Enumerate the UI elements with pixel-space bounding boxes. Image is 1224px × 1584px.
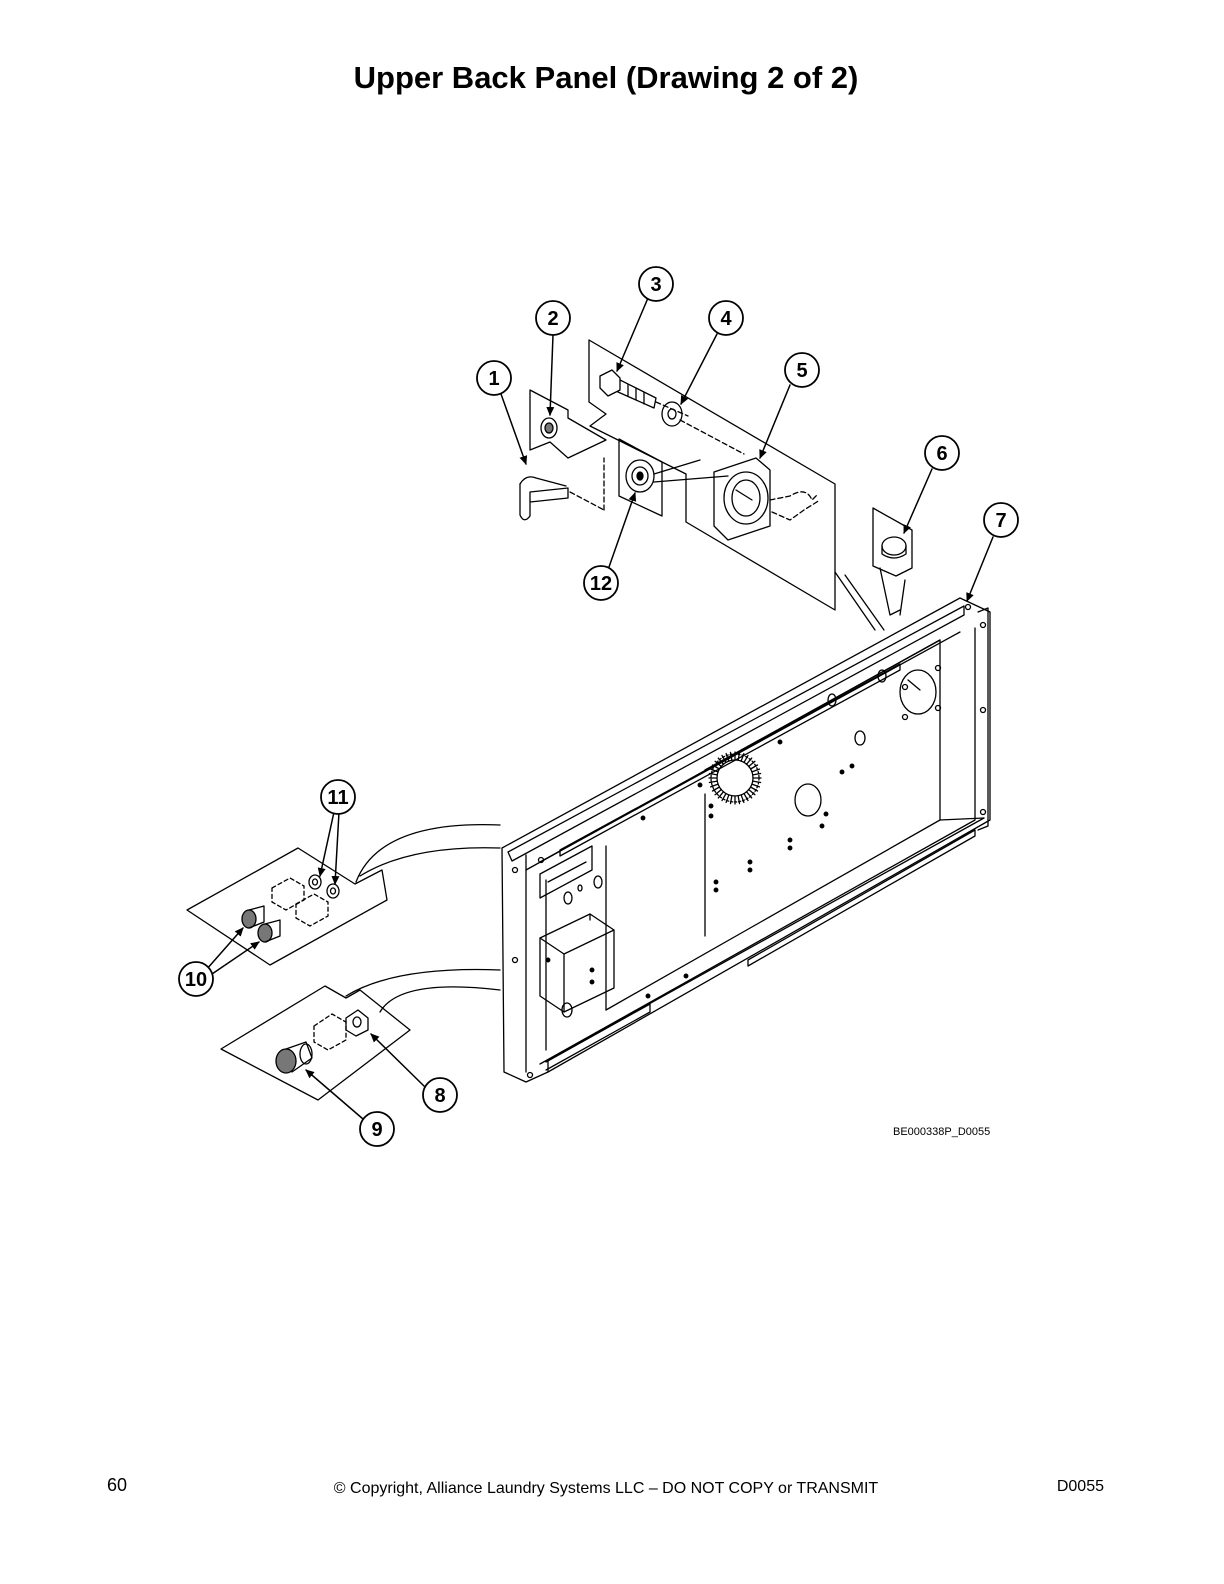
sunburst-ray — [748, 788, 756, 796]
sunburst-knockout — [708, 751, 762, 805]
junction-box-bracket — [539, 913, 615, 1013]
sunburst-ray — [711, 786, 721, 792]
locknut-part — [345, 1009, 369, 1037]
svg-text:5: 5 — [796, 360, 807, 382]
svg-text:2: 2 — [547, 308, 558, 330]
bolt-part — [599, 369, 689, 417]
svg-text:12: 12 — [590, 573, 612, 595]
sunburst-ray — [745, 757, 753, 765]
sunburst-ray — [749, 786, 759, 792]
lower-left-exploded-group-a — [186, 823, 501, 966]
sunburst-ray — [708, 772, 718, 776]
fitting-part-a — [241, 905, 265, 929]
sunburst-ray — [743, 792, 749, 802]
svg-text:4: 4 — [720, 308, 732, 330]
sunburst-ray — [711, 764, 721, 770]
sunburst-ray — [749, 764, 759, 770]
callout-balloons: 1 2 3 4 5 6 7 8 9 10 11 12 — [178, 266, 1019, 1147]
callout-2: 2 — [535, 300, 571, 336]
sunburst-ray — [737, 751, 741, 761]
sunburst-ray — [725, 752, 730, 762]
washer-part — [661, 401, 745, 455]
svg-text:8: 8 — [434, 1085, 445, 1107]
callout-leaders — [205, 297, 994, 1120]
copyright-notice: © Copyright, Alliance Laundry Systems LL… — [333, 1480, 879, 1497]
cable-gland-part — [275, 1041, 313, 1074]
callout-6: 6 — [924, 435, 960, 471]
grommet-part — [540, 417, 558, 439]
sunburst-ray — [752, 772, 762, 776]
sunburst-ray — [714, 788, 722, 796]
plug-button-part — [881, 536, 907, 559]
document-code: D0055 — [1056, 1478, 1104, 1495]
callout-10: 10 — [178, 961, 214, 997]
callout-11: 11 — [320, 779, 356, 815]
back-panel-assembly — [501, 597, 991, 1083]
svg-text:7: 7 — [995, 510, 1006, 532]
sunburst-ray — [725, 794, 730, 804]
sunburst-ray — [729, 795, 733, 805]
lower-left-exploded-group-b — [220, 968, 501, 1101]
sunburst-ray — [752, 780, 762, 784]
sunburst-ray — [709, 783, 719, 788]
svg-text:11: 11 — [327, 787, 348, 809]
sunburst-ray — [740, 752, 745, 762]
bent-rod-part — [519, 457, 605, 521]
svg-text:10: 10 — [185, 969, 207, 991]
callout-7: 7 — [983, 502, 1019, 538]
sunburst-ray — [751, 783, 761, 788]
svg-text:1: 1 — [488, 368, 499, 390]
callout-4: 4 — [708, 300, 744, 336]
page-number: 60 — [107, 1475, 128, 1495]
sunburst-ray — [721, 792, 727, 802]
callout-12: 12 — [583, 565, 619, 601]
svg-text:6: 6 — [936, 443, 947, 465]
sunburst-ray — [751, 768, 761, 773]
svg-text:9: 9 — [371, 1119, 382, 1141]
upper-exploded-group — [519, 339, 913, 631]
callout-8: 8 — [422, 1077, 458, 1113]
drawing-reference-id: BE000338P_D0055 — [893, 1126, 991, 1138]
bushing-part — [625, 459, 729, 493]
sunburst-ray — [737, 795, 741, 805]
callout-5: 5 — [784, 352, 820, 388]
sunburst-ray — [740, 794, 745, 804]
callout-9: 9 — [359, 1111, 395, 1147]
page-title: Upper Back Panel (Drawing 2 of 2) — [353, 60, 859, 95]
callout-3: 3 — [638, 266, 674, 302]
sunburst-ray — [708, 780, 718, 784]
fitting-part-b — [257, 919, 281, 943]
sunburst-ray — [729, 751, 733, 761]
svg-text:3: 3 — [650, 274, 661, 296]
sunburst-ray — [709, 768, 719, 773]
sunburst-ray — [743, 754, 749, 764]
sunburst-ray — [714, 760, 722, 768]
callout-1: 1 — [476, 360, 512, 396]
sunburst-ray — [717, 791, 725, 799]
sunburst-ray — [745, 791, 753, 799]
sunburst-ray — [717, 757, 725, 765]
sunburst-ray — [721, 754, 727, 764]
sunburst-ray — [748, 760, 756, 768]
rotary-switch-part — [713, 457, 821, 541]
